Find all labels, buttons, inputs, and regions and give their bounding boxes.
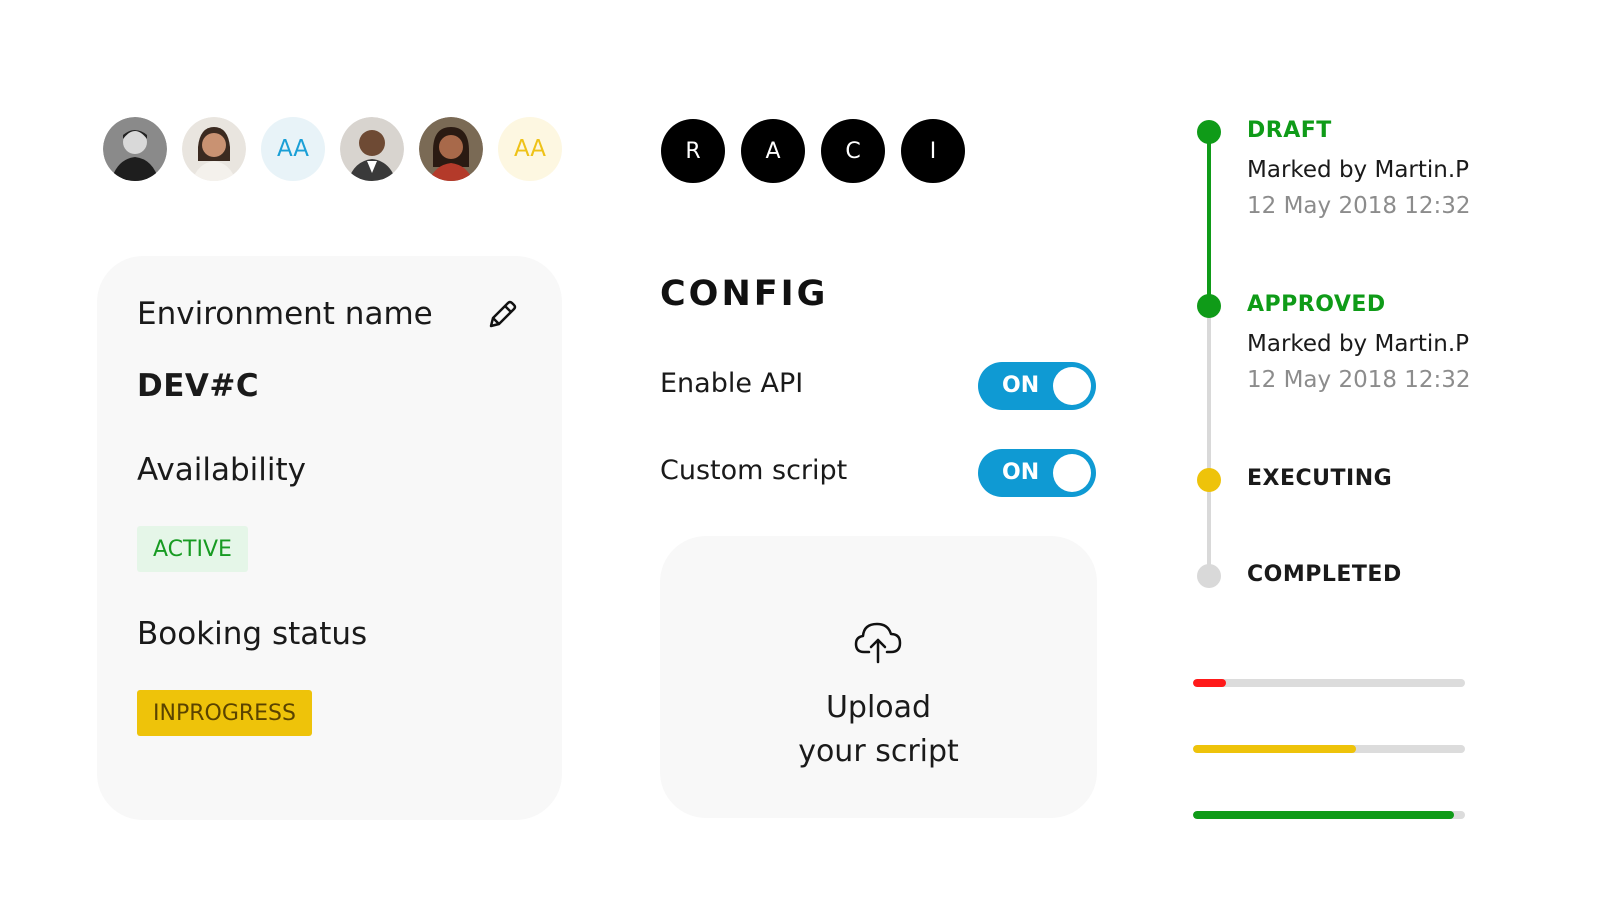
booking-status-badge: INPROGRESS xyxy=(137,690,312,736)
upload-text-line-2: your script xyxy=(798,734,959,769)
timeline-dot-draft xyxy=(1197,120,1221,144)
timeline-marked-by: Marked by Martin.P xyxy=(1247,157,1470,183)
cloud-upload-icon xyxy=(854,622,902,664)
raci-informed[interactable]: I xyxy=(901,119,965,183)
avatar-group: AA AA xyxy=(103,117,562,181)
avatar-5[interactable] xyxy=(419,117,483,181)
raci-accountable[interactable]: A xyxy=(741,119,805,183)
progress-bar-medium xyxy=(1193,745,1465,753)
toggle-knob xyxy=(1053,367,1091,405)
progress-bar-low xyxy=(1193,679,1465,687)
progress-fill xyxy=(1193,679,1226,687)
person-photo-icon xyxy=(182,117,246,181)
environment-name-label: Environment name xyxy=(137,296,433,332)
timeline-connector-pending xyxy=(1207,306,1211,570)
timeline-date: 12 May 2018 12:32 xyxy=(1247,193,1471,219)
timeline-dot-approved xyxy=(1197,294,1221,318)
person-photo-icon xyxy=(419,117,483,181)
timeline-meta-approved: Marked by Martin.P 12 May 2018 12:32 xyxy=(1247,326,1471,398)
upload-text-line-1: Upload xyxy=(825,690,932,725)
progress-fill xyxy=(1193,811,1455,819)
timeline-marked-by: Marked by Martin.P xyxy=(1247,331,1470,357)
config-title: CONFIG xyxy=(660,274,829,314)
avatar-initials-1[interactable]: AA xyxy=(261,117,325,181)
timeline-date: 12 May 2018 12:32 xyxy=(1247,367,1471,393)
timeline-status-executing: EXECUTING xyxy=(1247,466,1393,491)
booking-status-label: Booking status xyxy=(137,616,368,652)
timeline-status-approved: APPROVED xyxy=(1247,292,1386,317)
timeline-dot-executing xyxy=(1197,468,1221,492)
toggle-state-text: ON xyxy=(1002,460,1040,485)
availability-badge: ACTIVE xyxy=(137,526,248,572)
enable-api-toggle[interactable]: ON xyxy=(978,362,1096,410)
status-timeline: DRAFT Marked by Martin.P 12 May 2018 12:… xyxy=(1190,118,1510,598)
timeline-dot-completed xyxy=(1197,564,1221,588)
custom-script-toggle[interactable]: ON xyxy=(978,449,1096,497)
pencil-icon[interactable] xyxy=(485,298,519,332)
upload-script-dropzone[interactable]: Upload your script xyxy=(660,536,1097,818)
avatar-2[interactable] xyxy=(182,117,246,181)
upload-text: Upload your script xyxy=(660,686,1097,774)
raci-responsible[interactable]: R xyxy=(661,119,725,183)
timeline-connector-completed xyxy=(1207,132,1211,306)
toggle-knob xyxy=(1053,454,1091,492)
environment-card: Environment name DEV#C Availability ACTI… xyxy=(97,256,562,820)
availability-label: Availability xyxy=(137,452,306,488)
avatar-1[interactable] xyxy=(103,117,167,181)
avatar-initials-2[interactable]: AA xyxy=(498,117,562,181)
timeline-status-completed: COMPLETED xyxy=(1247,562,1402,587)
raci-consulted[interactable]: C xyxy=(821,119,885,183)
timeline-status-draft: DRAFT xyxy=(1247,118,1332,143)
timeline-meta-draft: Marked by Martin.P 12 May 2018 12:32 xyxy=(1247,152,1471,224)
custom-script-label: Custom script xyxy=(660,455,848,486)
progress-fill xyxy=(1193,745,1357,753)
progress-bar-high xyxy=(1193,811,1465,819)
person-photo-icon xyxy=(340,117,404,181)
avatar-4[interactable] xyxy=(340,117,404,181)
environment-name-value: DEV#C xyxy=(137,368,260,404)
raci-group: R A C I xyxy=(661,119,965,183)
toggle-state-text: ON xyxy=(1002,373,1040,398)
person-photo-icon xyxy=(103,117,167,181)
enable-api-label: Enable API xyxy=(660,368,804,399)
